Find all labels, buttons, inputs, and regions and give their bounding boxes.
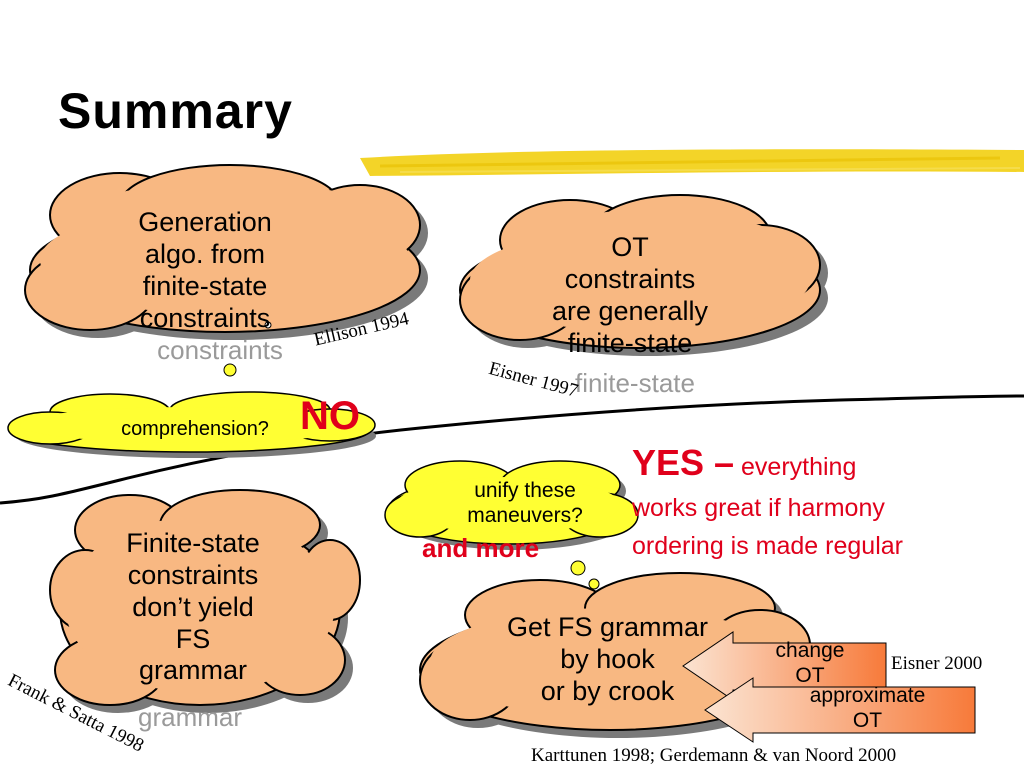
cloud-ot-shadow-text: finite-state	[575, 368, 695, 398]
yes-text-line-1: everything	[741, 453, 857, 481]
cloud-get-fs-text: Get FS grammar by hook or by crook	[506, 612, 709, 706]
arrow-change-ot-text: change OT	[775, 639, 845, 688]
answer-yes-block: YES – everything works great if harmony …	[632, 436, 1012, 565]
cloud-ot-text: OT constraints are generally finite-stat…	[551, 232, 709, 358]
answer-yes: YES –	[632, 442, 735, 483]
yes-text-line-2: works great if harmony	[632, 494, 885, 522]
cloud-fs-shadow-text: grammar	[137, 702, 242, 732]
cloud-generation-shadow-text: constraints	[157, 335, 283, 365]
answer-no: NO	[300, 394, 360, 438]
arrow-approximate-ot-text: approximate OT	[809, 684, 926, 733]
citation-eisner-2000: Eisner 2000	[891, 653, 983, 674]
cloud-comprehension-text: comprehension?	[121, 418, 269, 440]
arrow-approximate-ot-shape	[704, 677, 976, 743]
answer-and-more: and more	[422, 533, 540, 563]
highlighter-stroke	[360, 149, 1024, 176]
slide-title: Summary	[58, 83, 293, 139]
cloud-fs-text: Finite-state constraints don’t yield FS …	[126, 528, 260, 686]
yes-text-line-3: ordering is made regular	[632, 531, 903, 560]
citation-karttunen: Karttunen 1998; Gerdemann & van Noord 20…	[531, 745, 897, 766]
divider-line	[0, 394, 1024, 505]
cloud-generation-text: Generation algo. from finite-state const…	[138, 207, 272, 333]
cloud-unify-text: unify these maneuvers?	[467, 479, 583, 527]
